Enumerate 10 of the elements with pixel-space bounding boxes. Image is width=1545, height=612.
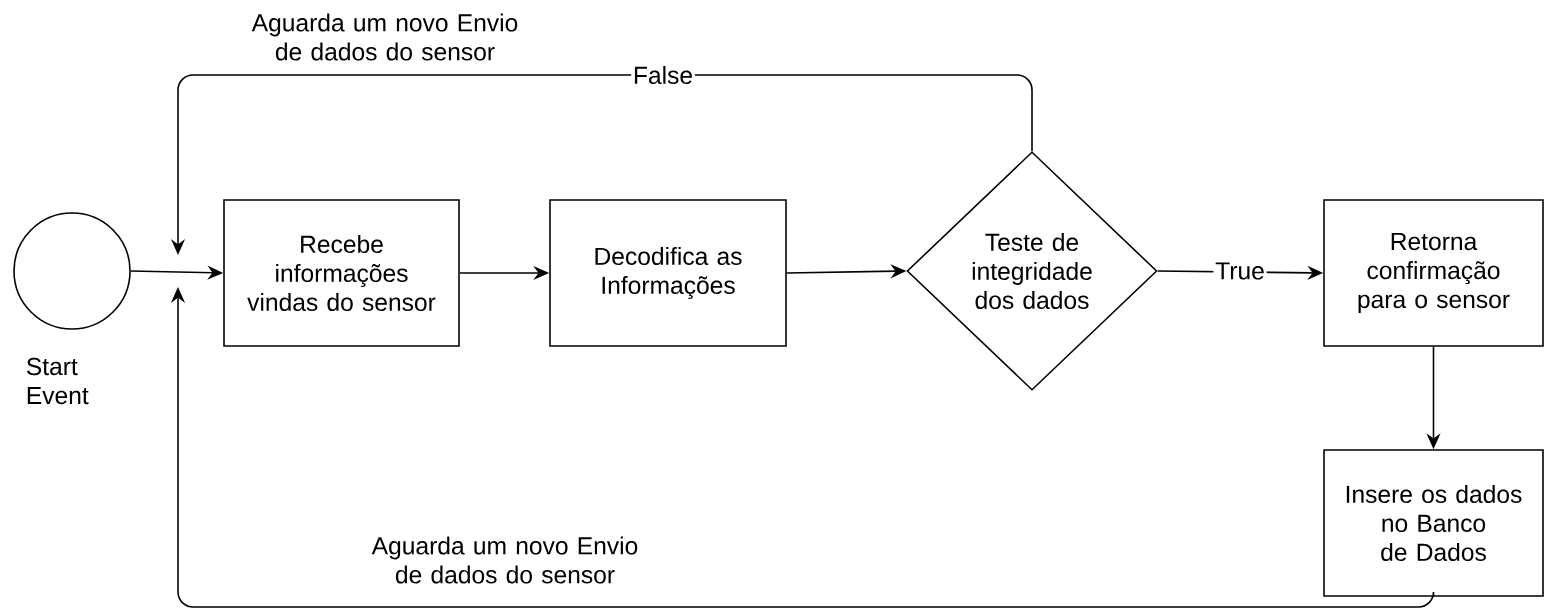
process-box: Retorna confirmação para o sensor bbox=[1323, 199, 1544, 347]
edge-label: True bbox=[1213, 260, 1267, 282]
process-box: Recebe informações vindas do sensor bbox=[223, 199, 460, 347]
start-circle bbox=[13, 212, 131, 330]
note-text: Aguarda um novo Envio de dados do sensor bbox=[251, 13, 518, 61]
process-box: Insere os dados no Banco de Dados bbox=[1323, 449, 1544, 597]
edge-label: False bbox=[631, 64, 695, 86]
process-box: Decodifica as Informações bbox=[549, 199, 787, 347]
node-caption: Start Event bbox=[26, 357, 89, 405]
note-text: Aguarda um novo Envio de dados do sensor bbox=[371, 536, 638, 584]
